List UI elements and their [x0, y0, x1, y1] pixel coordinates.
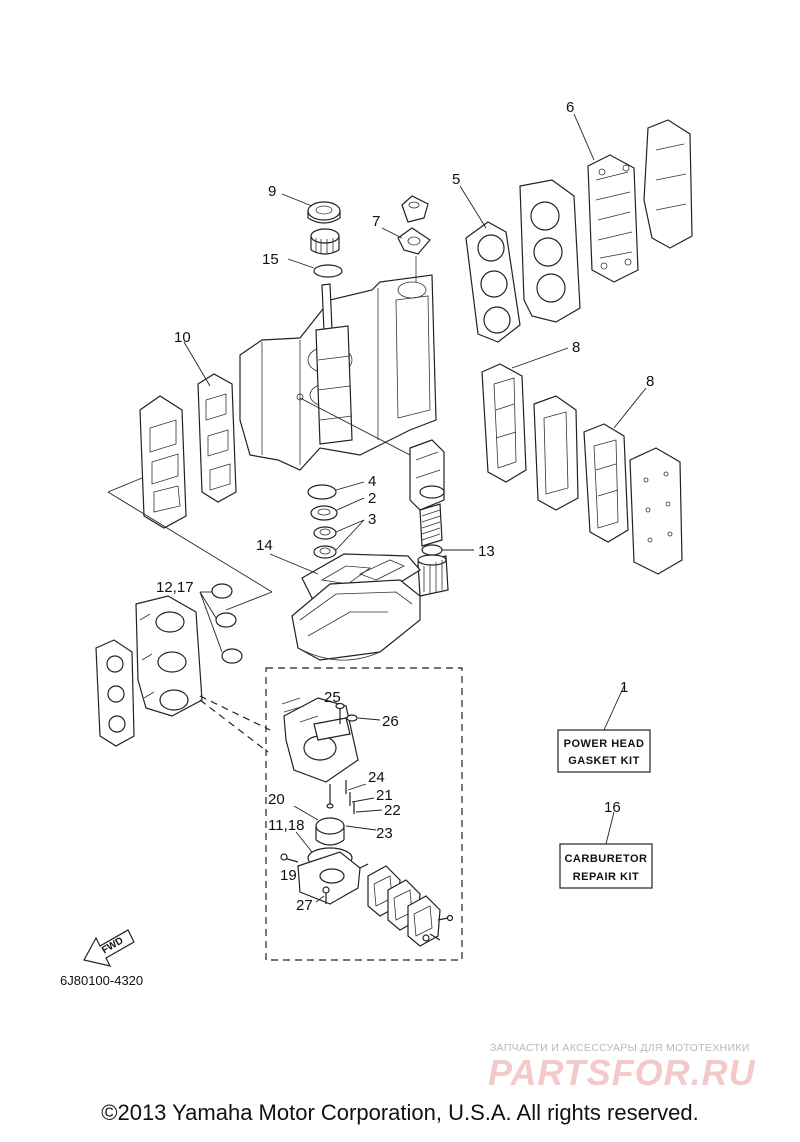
callout-20: 20	[268, 791, 285, 808]
part-8-exhaust-gasket-lower	[583, 387, 647, 543]
part-9-oil-seal	[281, 193, 341, 224]
carburetor-repair-kit: CARBURETOR REPAIR KIT	[559, 811, 653, 889]
assembly-bracket-lines	[107, 477, 273, 611]
callout-12-17: 12,17	[156, 579, 194, 596]
fwd-arrow-icon: FWD	[83, 929, 135, 967]
power-head-kit-line1: POWER HEAD	[564, 738, 645, 750]
part-2-oil-seal	[310, 497, 365, 521]
filter-cup	[417, 554, 449, 597]
linkage-rod	[296, 393, 411, 456]
callout-23: 23	[376, 825, 393, 842]
reed-valve-plate	[139, 395, 187, 529]
callout-4: 4	[368, 473, 376, 490]
callout-1: 1	[620, 679, 628, 696]
carburetor-kit-line1: CARBURETOR	[564, 853, 647, 865]
part-19-screw	[280, 853, 299, 863]
cylinder-head	[519, 179, 581, 323]
callout-26: 26	[382, 713, 399, 730]
intake-flange-gasket	[95, 639, 135, 747]
callout-16: 16	[604, 799, 621, 816]
diagram-code: 6J80100-4320	[60, 973, 144, 988]
part-8-exhaust-gasket-upper	[481, 347, 569, 483]
part-5-head-gasket	[459, 185, 521, 343]
exhaust-inner-cover	[533, 395, 579, 511]
copyright-notice: ©2013 Yamaha Motor Corporation, U.S.A. A…	[101, 1100, 699, 1125]
callout-24: 24	[368, 769, 385, 786]
carburetor-group	[135, 595, 203, 717]
fuel-filter-assembly	[409, 439, 445, 547]
callout-14: 14	[256, 537, 273, 554]
callout-9: 9	[268, 183, 276, 200]
callout-15: 15	[262, 251, 279, 268]
part-3-oil-seals	[313, 519, 365, 559]
carburetor-detail	[281, 697, 359, 783]
part-7-gasket	[381, 195, 431, 282]
callout-25: 25	[324, 689, 341, 706]
callout-7: 7	[372, 213, 380, 230]
detail-zoom-lines	[199, 695, 271, 753]
crankshaft	[315, 283, 353, 445]
part-13-o-ring	[421, 544, 474, 556]
carburetor-detail-box	[265, 667, 463, 961]
callout-8-lower: 8	[646, 373, 654, 390]
callout-3: 3	[368, 511, 376, 528]
callout-labels: 1 2 3 4 5 6 7 8 8 9 10 11,18 12,17 13 14…	[156, 99, 654, 914]
part-20-float-bowl-seal	[293, 805, 377, 846]
callout-8-upper: 8	[572, 339, 580, 356]
part-25-screw	[335, 702, 345, 724]
float-chamber	[297, 851, 361, 905]
part-10-intake-gasket	[183, 341, 237, 503]
lower-casing	[291, 579, 421, 661]
carburetor-kit-line2: REPAIR KIT	[573, 871, 640, 883]
callout-10: 10	[174, 329, 191, 346]
exhaust-outer-cover	[629, 447, 683, 575]
jets-and-needle	[326, 780, 383, 814]
watermark-tagline: ЗАПЧАСТИ И АКСЕССУАРЫ ДЛЯ МОТОТЕХНИКИ	[490, 1042, 750, 1054]
callout-19: 19	[280, 867, 297, 884]
callout-13: 13	[478, 543, 495, 560]
callout-2: 2	[368, 490, 376, 507]
part-12-17-clamps	[199, 583, 243, 664]
power-head-kit-line2: GASKET KIT	[568, 755, 640, 767]
power-head-gasket-kit: POWER HEAD GASKET KIT	[557, 685, 651, 773]
reed-gaskets-detail	[359, 863, 454, 947]
part-27-drain-screw	[315, 886, 330, 904]
callout-27: 27	[296, 897, 313, 914]
part-26-plug	[346, 714, 381, 722]
part-6-cover-gasket	[573, 113, 639, 283]
part-4-o-ring	[307, 481, 365, 500]
watermark-logo: PARTSFOR.RU	[488, 1052, 756, 1093]
bearing-upper	[310, 228, 340, 255]
callout-5: 5	[452, 171, 460, 188]
head-cover	[643, 119, 693, 249]
callout-6: 6	[566, 99, 574, 116]
callout-22: 22	[384, 802, 401, 819]
callout-11-18: 11,18	[268, 817, 304, 834]
part-15-o-ring	[287, 258, 343, 278]
callout-21: 21	[376, 787, 393, 804]
